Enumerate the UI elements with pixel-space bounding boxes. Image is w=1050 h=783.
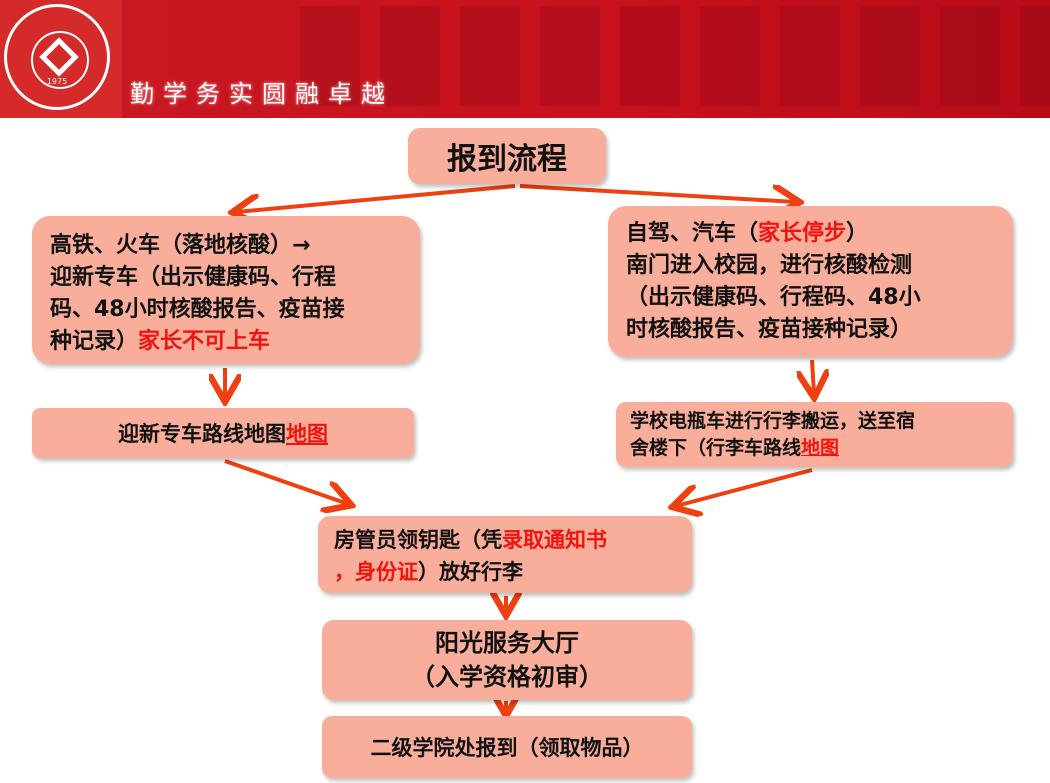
shuttle-map-link[interactable]: 地图	[286, 422, 328, 446]
text-line: （出示健康码、行程码、48小	[626, 285, 921, 310]
service-hall-box: 阳光服务大厅 （入学资格初审）	[322, 620, 692, 700]
text-line: 迎新专车（出示健康码、行程	[50, 265, 337, 290]
seal-year: 1975	[46, 77, 68, 86]
luggage-map-link[interactable]: 地图	[801, 437, 840, 459]
text-line: 学校电瓶车进行行李搬运，送至宿	[630, 410, 916, 432]
header-banner: 1975 勤学务实圆融卓越	[0, 0, 1050, 118]
arrow-to-right-path	[519, 184, 796, 202]
arrow-right-down	[812, 359, 814, 394]
text-line: 高铁、火车（落地核酸）→	[50, 233, 311, 258]
text-line: 时核酸报告、疫苗接种记录）	[626, 317, 913, 342]
text-line: 房管员领钥匙（凭	[334, 528, 502, 552]
text-line: 阳光服务大厅	[435, 629, 579, 657]
admission-letter-note: 录取通知书	[502, 528, 607, 552]
id-card-note: ，身份证	[334, 560, 418, 584]
college-report-label: 二级学院处报到（领取物品）	[370, 736, 644, 760]
text-line: ）放好行李	[418, 560, 523, 584]
drive-arrival-box: 自驾、汽车（家长停步） 南门进入校园，进行核酸检测 （出示健康码、行程码、48小…	[608, 206, 1013, 357]
luggage-box: 学校电瓶车进行行李搬运，送至宿 舍楼下（行李车路线地图	[616, 402, 1013, 467]
text-line: 码、48小时核酸报告、疫苗接	[50, 297, 345, 322]
arrow-right-to-dorm	[676, 468, 813, 506]
arrow-to-left-path	[236, 184, 516, 212]
school-motto: 勤学务实圆融卓越	[130, 80, 394, 108]
dorm-key-box: 房管员领钥匙（凭录取通知书 ，身份证）放好行李	[318, 516, 692, 593]
text-line: ）	[846, 221, 869, 246]
train-arrival-box: 高铁、火车（落地核酸）→ 迎新专车（出示健康码、行程 码、48小时核酸报告、疫苗…	[32, 216, 420, 364]
header-decoration	[300, 6, 1050, 106]
college-report-box: 二级学院处报到（领取物品）	[322, 716, 692, 778]
seal-icon: 1975	[4, 4, 110, 110]
arrow-left-to-dorm	[224, 459, 348, 504]
text-line: 舍楼下（行李车路线	[630, 437, 802, 459]
title-box: 报到流程	[408, 128, 606, 184]
parents-not-allowed-note: 家长不可上车	[138, 329, 271, 354]
parents-stop-note: 家长停步	[758, 221, 847, 246]
shuttle-route-label: 迎新专车路线地图	[118, 422, 286, 446]
university-logo: 1975	[0, 0, 122, 118]
text-line: 种记录）	[50, 329, 139, 354]
text-line: 南门进入校园，进行核酸检测	[626, 253, 913, 278]
text-line: 自驾、汽车（	[626, 221, 759, 246]
text-line: （入学资格初审）	[411, 663, 603, 691]
shuttle-map-box: 迎新专车路线地图地图	[32, 408, 414, 458]
flow-title: 报到流程	[447, 142, 567, 177]
